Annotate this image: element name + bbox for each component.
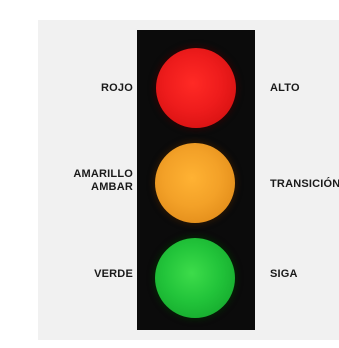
label-amarillo: AMARILLO: [73, 168, 133, 180]
amber-light: [155, 143, 235, 223]
label-ambar: AMBAR: [91, 181, 133, 193]
label-siga: SIGA: [270, 268, 298, 280]
label-verde: VERDE: [94, 268, 133, 280]
red-light: [156, 48, 236, 128]
label-transicion: TRANSICIÓN: [270, 178, 339, 190]
label-rojo: ROJO: [101, 82, 133, 94]
green-light: [155, 238, 235, 318]
label-alto: ALTO: [270, 82, 300, 94]
